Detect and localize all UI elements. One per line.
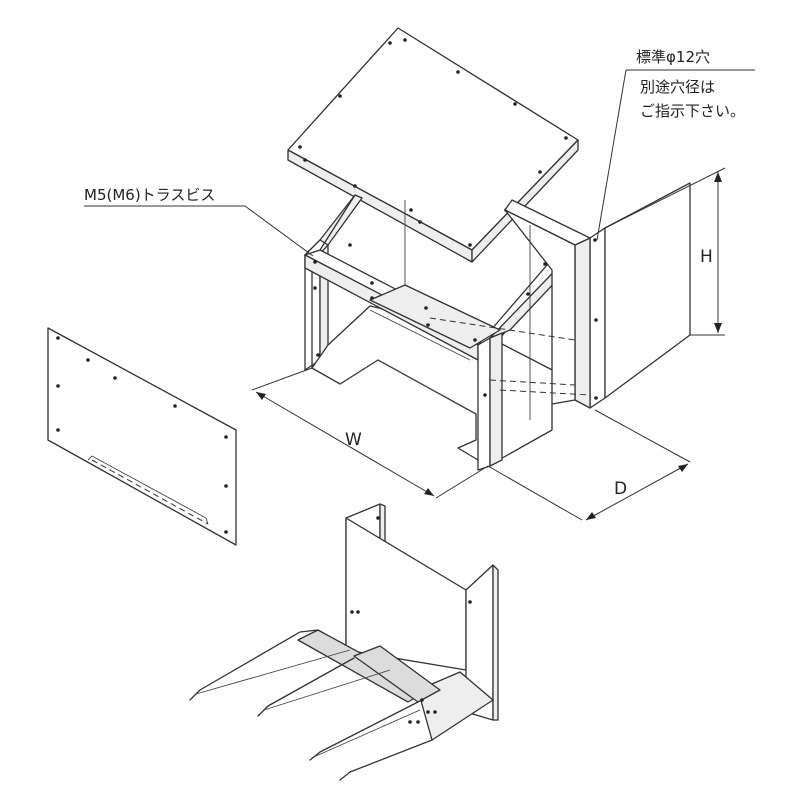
screw-callout: M5(M6)トラスビス bbox=[84, 186, 314, 257]
dimension-d: D bbox=[487, 409, 691, 521]
hole-callout: 標準φ12穴 別途穴径は ご指示下さい。 bbox=[596, 48, 755, 241]
hole-note-line2: ご指示下さい。 bbox=[640, 102, 745, 120]
dimension-h: H bbox=[604, 167, 726, 336]
main-box-frame bbox=[304, 182, 691, 471]
hole-spec-label: 標準φ12穴 bbox=[636, 48, 710, 66]
dimension-w: W bbox=[251, 367, 489, 499]
dim-d-label: D bbox=[614, 479, 627, 499]
front-panel bbox=[47, 327, 237, 546]
bottom-pipe-detail bbox=[189, 503, 499, 781]
hole-note-line1: 別途穴径は bbox=[640, 78, 715, 96]
screw-label: M5(M6)トラスビス bbox=[84, 186, 215, 204]
dim-h-label: H bbox=[700, 247, 713, 267]
dim-w-label: W bbox=[345, 430, 362, 450]
top-lid bbox=[287, 27, 579, 263]
